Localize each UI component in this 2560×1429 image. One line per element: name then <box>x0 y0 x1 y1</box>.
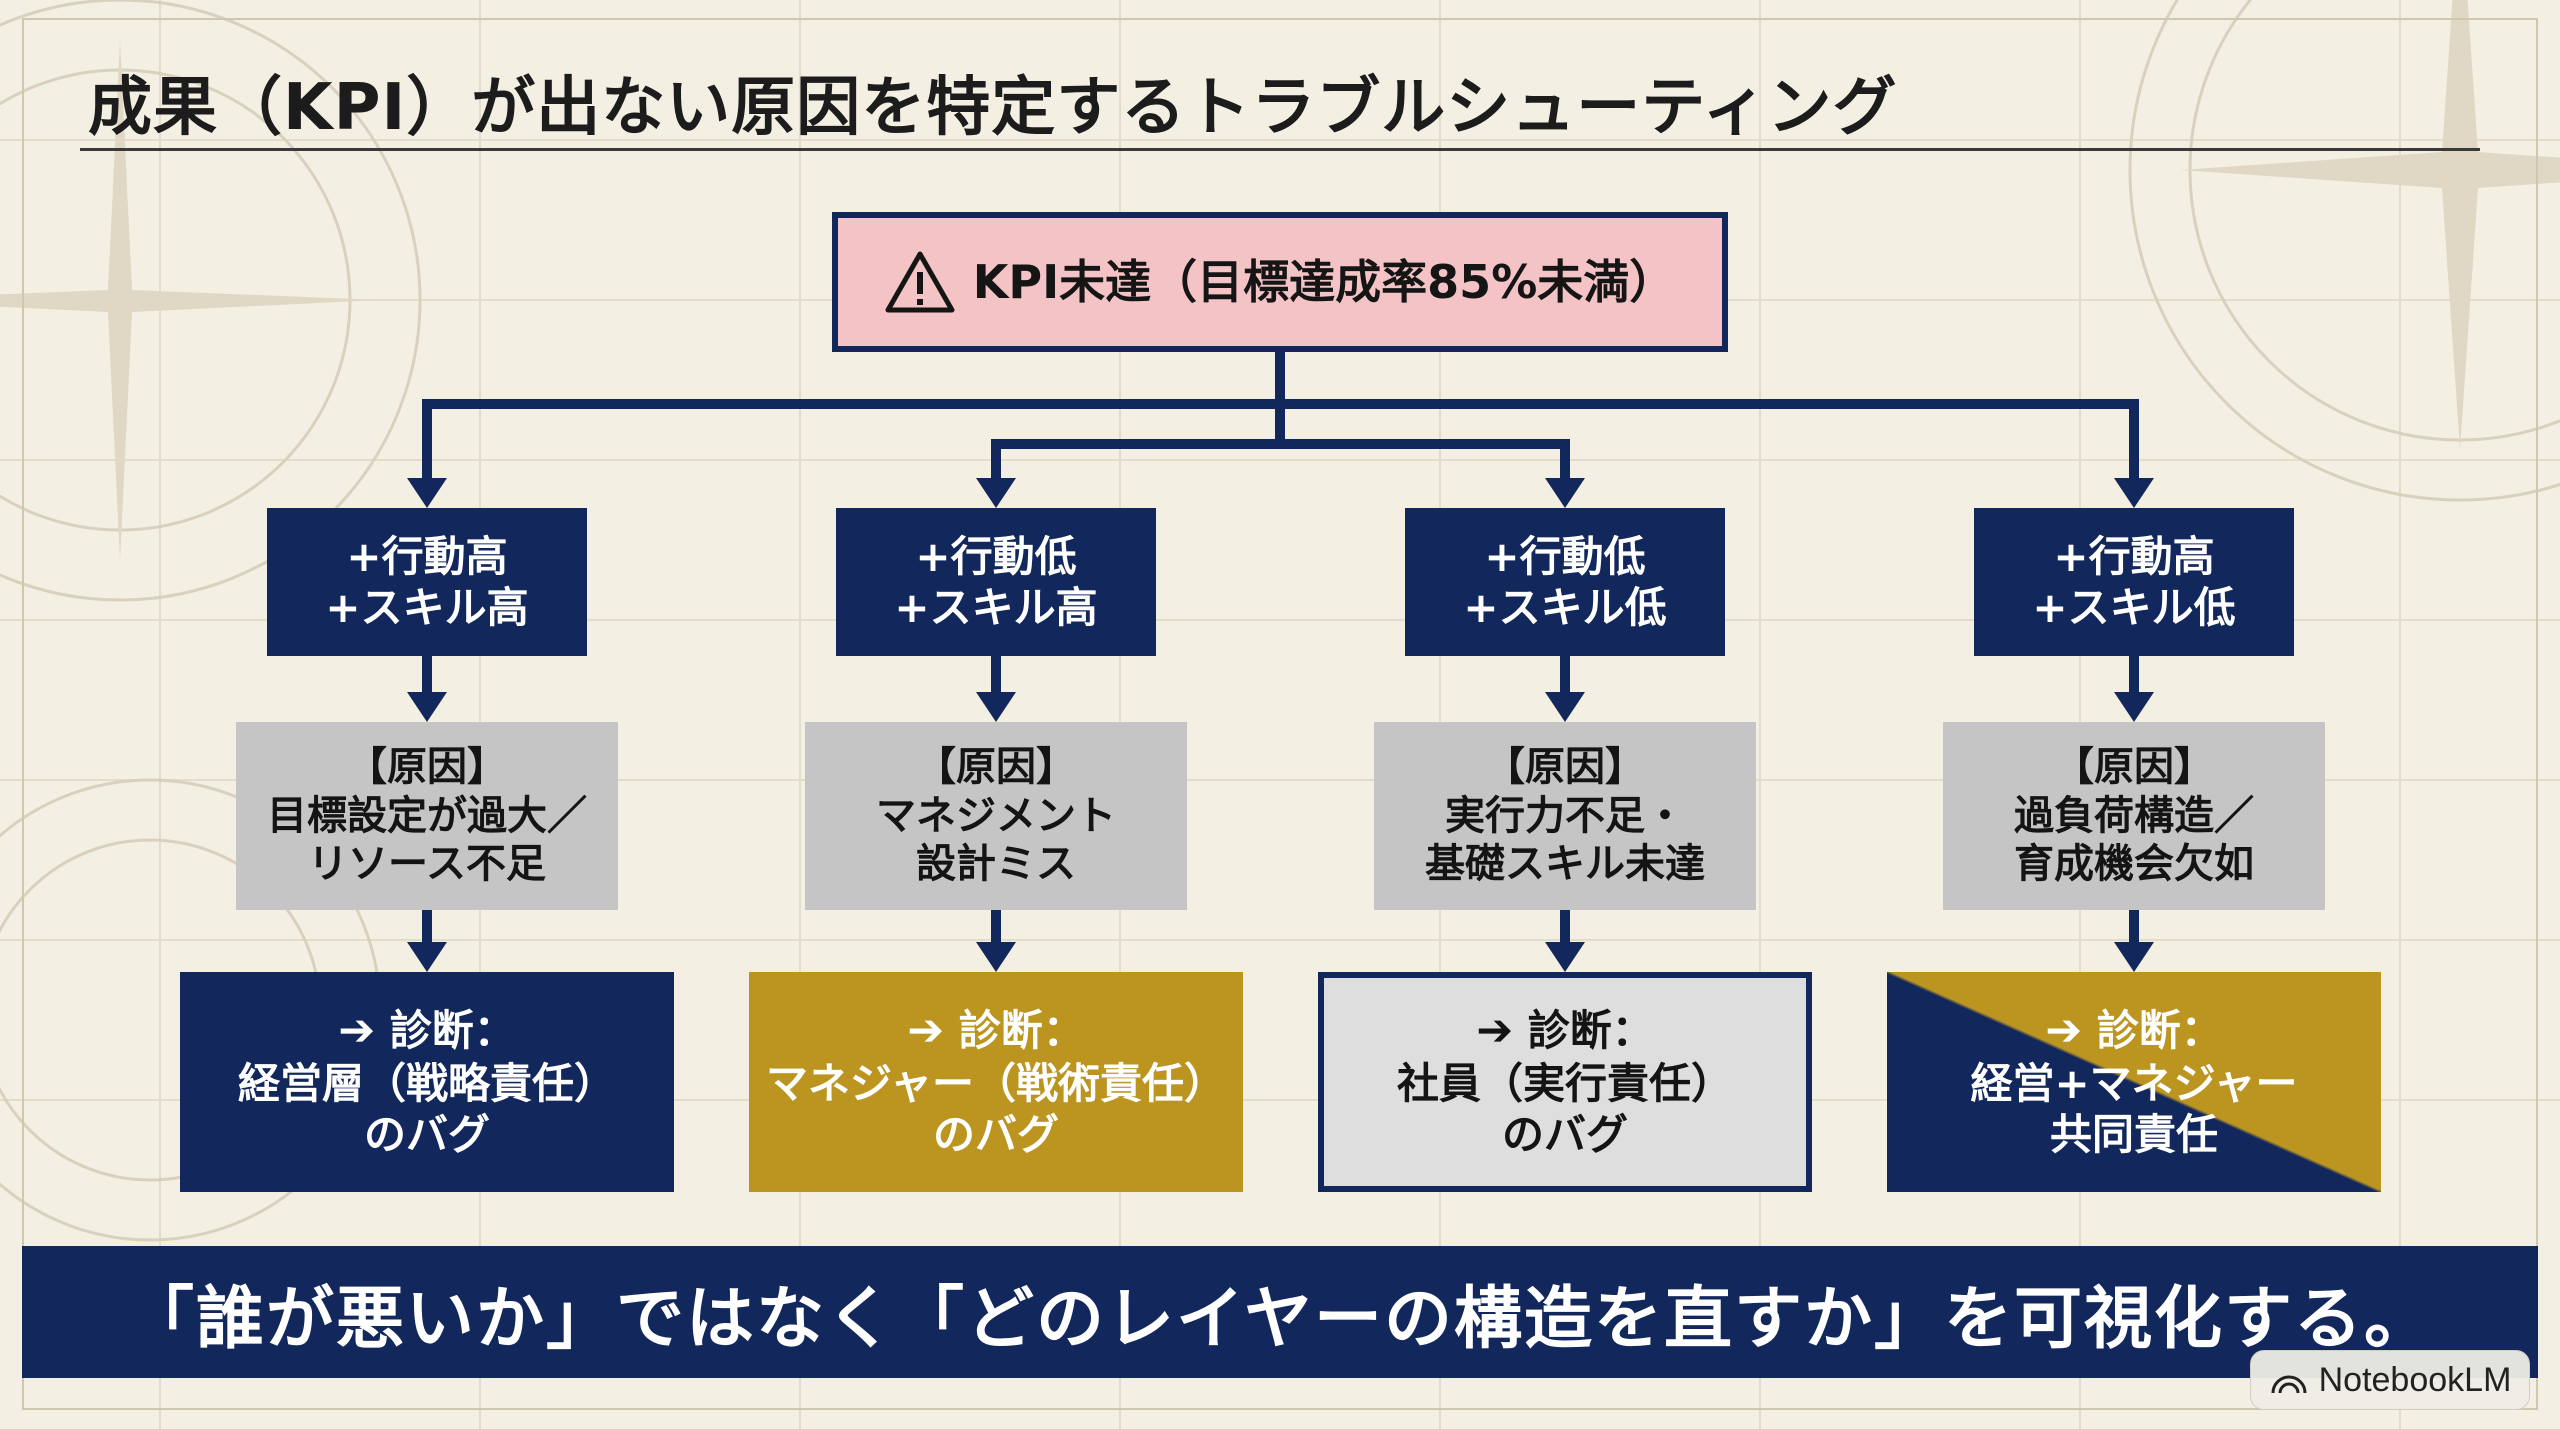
cause-box: 【原因】実行力不足・基礎スキル未達 <box>1374 722 1756 910</box>
diagnosis-box: ➔ 診断：経営+マネジャー共同責任 <box>1887 972 2381 1192</box>
diagnosis-line: 経営層（戦略責任） <box>237 1058 616 1108</box>
diagnosis-box: ➔ 診断：社員（実行責任）のバグ <box>1318 972 1812 1192</box>
diagnosis-heading: ➔ 診断： <box>1476 1004 1654 1058</box>
condition-box: +行動低+スキル低 <box>1405 508 1725 656</box>
diagnosis-heading: ➔ 診断： <box>338 1004 516 1058</box>
diagnosis-line: 社員（実行責任） <box>1396 1058 1733 1108</box>
watermark-label: NotebookLM <box>2318 1360 2512 1399</box>
condition-to-cause-arrow <box>976 692 1016 722</box>
branch-arrow <box>2114 478 2154 508</box>
cause-heading: 【原因】 <box>1485 743 1645 790</box>
diagnosis-heading-text: 診断： <box>389 1005 516 1055</box>
bottom-banner: 「誰が悪いか」ではなく「どのレイヤーの構造を直すか」を可視化する。 <box>22 1246 2538 1378</box>
condition-line: +スキル高 <box>894 583 1098 632</box>
notebooklm-logo-icon <box>2271 1375 2307 1394</box>
branch-arrow <box>1545 478 1585 508</box>
notebooklm-watermark: NotebookLM <box>2250 1350 2530 1410</box>
arrow-right-icon: ➔ <box>907 1004 945 1056</box>
diagnosis-heading-text: 診断： <box>2096 1005 2223 1055</box>
title-divider <box>80 148 2480 151</box>
cause-box: 【原因】目標設定が過大／リソース不足 <box>236 722 618 910</box>
diagnosis-line: 経営+マネジャー <box>1970 1058 2298 1108</box>
condition-to-cause-arrow <box>1545 692 1585 722</box>
diagnosis-line: のバグ <box>932 1109 1059 1159</box>
root-kpi-box: KPI未達（目標達成率85%未満） <box>832 212 1728 352</box>
root-label: KPI未達（目標達成率85%未満） <box>972 254 1676 309</box>
condition-line: +行動低 <box>915 531 1077 581</box>
condition-line: +行動高 <box>346 531 508 581</box>
diagnosis-line: 共同責任 <box>2049 1109 2218 1159</box>
branch-arrow <box>976 478 1016 508</box>
arrow-right-icon: ➔ <box>2045 1004 2083 1056</box>
diagnosis-box: ➔ 診断：経営層（戦略責任）のバグ <box>180 972 674 1192</box>
cause-box: 【原因】マネジメント設計ミス <box>805 722 1187 910</box>
cause-heading: 【原因】 <box>2054 743 2214 790</box>
cause-line: 実行力不足・ <box>1445 792 1685 839</box>
arrow-right-icon: ➔ <box>338 1004 376 1056</box>
cause-heading: 【原因】 <box>916 743 1076 790</box>
condition-line: +スキル低 <box>1463 583 1667 632</box>
cause-line: 過負荷構造／ <box>2014 792 2254 839</box>
cause-line: 設計ミス <box>916 841 1076 888</box>
cause-to-diagnosis-arrow <box>1545 942 1585 972</box>
cause-line: 基礎スキル未達 <box>1425 841 1705 888</box>
cause-line: 目標設定が過大／ <box>267 792 587 839</box>
diagnosis-line: のバグ <box>1501 1109 1628 1159</box>
condition-box: +行動低+スキル高 <box>836 508 1156 656</box>
branch-arrow <box>407 478 447 508</box>
cause-line: 育成機会欠如 <box>2014 841 2254 888</box>
diagnosis-heading: ➔ 診断： <box>2045 1004 2223 1058</box>
diagnosis-heading-text: 診断： <box>958 1005 1085 1055</box>
slide-frame <box>22 18 2538 1410</box>
diagnosis-heading-text: 診断： <box>1527 1005 1654 1055</box>
diagnosis-heading: ➔ 診断： <box>907 1004 1085 1058</box>
condition-to-cause-arrow <box>407 692 447 722</box>
cause-to-diagnosis-arrow <box>407 942 447 972</box>
cause-line: マネジメント <box>876 792 1116 839</box>
diagnosis-line: マネジャー（戦術責任） <box>766 1058 1226 1108</box>
condition-line: +行動低 <box>1484 531 1646 581</box>
diagnosis-box: ➔ 診断：マネジャー（戦術責任）のバグ <box>749 972 1243 1192</box>
condition-box: +行動高+スキル高 <box>267 508 587 656</box>
warning-icon <box>885 251 955 313</box>
diagnosis-line: のバグ <box>363 1109 490 1159</box>
cause-heading: 【原因】 <box>347 743 507 790</box>
condition-to-cause-arrow <box>2114 692 2154 722</box>
arrow-right-icon: ➔ <box>1476 1004 1514 1056</box>
slide-title: 成果（KPI）が出ない原因を特定するトラブルシューティング <box>88 71 1898 145</box>
cause-box: 【原因】過負荷構造／育成機会欠如 <box>1943 722 2325 910</box>
cause-to-diagnosis-arrow <box>976 942 1016 972</box>
condition-box: +行動高+スキル低 <box>1974 508 2294 656</box>
condition-line: +スキル高 <box>325 583 529 632</box>
condition-line: +行動高 <box>2053 531 2215 581</box>
cause-line: リソース不足 <box>308 841 546 888</box>
cause-to-diagnosis-arrow <box>2114 942 2154 972</box>
condition-line: +スキル低 <box>2032 583 2236 632</box>
